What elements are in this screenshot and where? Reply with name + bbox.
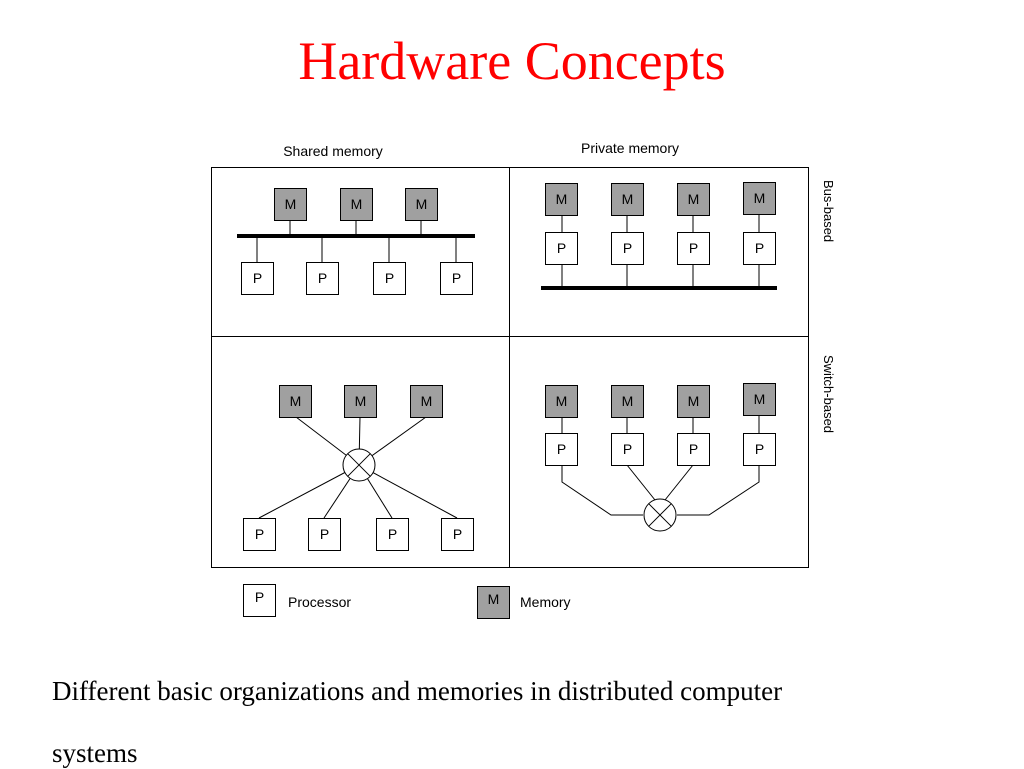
legend-memory-label: Memory (520, 594, 571, 610)
connector-line (258, 464, 360, 519)
memory-node: M (344, 385, 377, 418)
processor-node: P (545, 433, 578, 466)
memory-node-label: M (285, 196, 297, 212)
processor-node-label: P (623, 441, 632, 457)
processor-node: P (611, 433, 644, 466)
legend-processor-box (243, 584, 276, 617)
memory-node: M (279, 385, 312, 418)
memory-node-label: M (355, 393, 367, 409)
caption-line-2: systems (52, 738, 138, 768)
legend-memory-box-label: M (488, 591, 500, 607)
processor-node-label: P (755, 240, 764, 256)
processor-node-label: P (689, 441, 698, 457)
memory-node-label: M (416, 196, 428, 212)
switch-cross-line (347, 453, 371, 477)
processor-node-label: P (557, 240, 566, 256)
memory-node: M (545, 385, 578, 418)
memory-node: M (405, 188, 438, 221)
processor-node: P (376, 518, 409, 551)
caption-line-1: Different basic organizations and memori… (52, 676, 783, 706)
legend-processor-label: Processor (288, 594, 351, 610)
processor-node: P (611, 232, 644, 265)
memory-node-label: M (556, 191, 568, 207)
memory-node: M (677, 385, 710, 418)
row-label-switch-based: Switch-based (821, 355, 836, 433)
processor-node-label: P (452, 270, 461, 286)
processor-node: P (677, 433, 710, 466)
connector-line (358, 464, 458, 519)
processor-node-label: P (557, 441, 566, 457)
memory-node-label: M (421, 393, 433, 409)
memory-node: M (545, 183, 578, 216)
switch-node-shared-memory (342, 448, 376, 482)
processor-node: P (241, 262, 274, 295)
memory-node-label: M (754, 391, 766, 407)
processor-node-label: P (255, 526, 264, 542)
processor-node: P (308, 518, 341, 551)
memory-node-label: M (688, 191, 700, 207)
processor-node: P (440, 262, 473, 295)
memory-node-label: M (556, 393, 568, 409)
legend-memory: M Memory (477, 586, 571, 619)
processor-node-label: P (623, 240, 632, 256)
column-header-private-memory: Private memory (581, 140, 679, 156)
memory-node-label: M (622, 191, 634, 207)
processor-node: P (441, 518, 474, 551)
memory-node: M (611, 183, 644, 216)
processor-node-label: P (385, 270, 394, 286)
processor-node-label: P (318, 270, 327, 286)
connector-line (664, 464, 694, 501)
legend-memory-box (477, 586, 510, 619)
memory-node-label: M (351, 196, 363, 212)
connector-line (626, 464, 656, 501)
processor-node: P (243, 518, 276, 551)
processor-node-label: P (320, 526, 329, 542)
legend-processor-box-label: P (255, 589, 264, 605)
processor-node: P (677, 232, 710, 265)
processor-node: P (743, 232, 776, 265)
processor-node: P (743, 433, 776, 466)
legend: P Processor M Memory (243, 584, 571, 619)
column-header-shared-memory: Shared memory (283, 143, 383, 159)
memory-node-label: M (622, 393, 634, 409)
memory-node-label: M (754, 190, 766, 206)
processor-node-label: P (388, 526, 397, 542)
row-label-bus-based: Bus-based (821, 180, 836, 242)
page-title: Hardware Concepts (298, 31, 726, 91)
memory-node: M (340, 188, 373, 221)
connections (237, 215, 777, 519)
memory-node: M (410, 385, 443, 418)
processor-node-label: P (253, 270, 262, 286)
memory-node-label: M (688, 393, 700, 409)
processor-node: P (306, 262, 339, 295)
memory-node: M (743, 182, 776, 215)
processor-node: P (545, 232, 578, 265)
memory-node-label: M (290, 393, 302, 409)
memory-node: M (743, 383, 776, 416)
quadrant-grid (211, 167, 809, 568)
processor-node-label: P (689, 240, 698, 256)
processor-node: P (373, 262, 406, 295)
processor-node-label: P (453, 526, 462, 542)
connector-line (561, 465, 643, 516)
memory-node: M (611, 385, 644, 418)
legend-processor: P Processor (243, 584, 351, 617)
memory-node: M (677, 183, 710, 216)
connector-line (677, 465, 760, 516)
processor-node-label: P (755, 441, 764, 457)
switch-node-private-memory (643, 498, 677, 532)
switch-cross-line (648, 503, 672, 527)
memory-node: M (274, 188, 307, 221)
